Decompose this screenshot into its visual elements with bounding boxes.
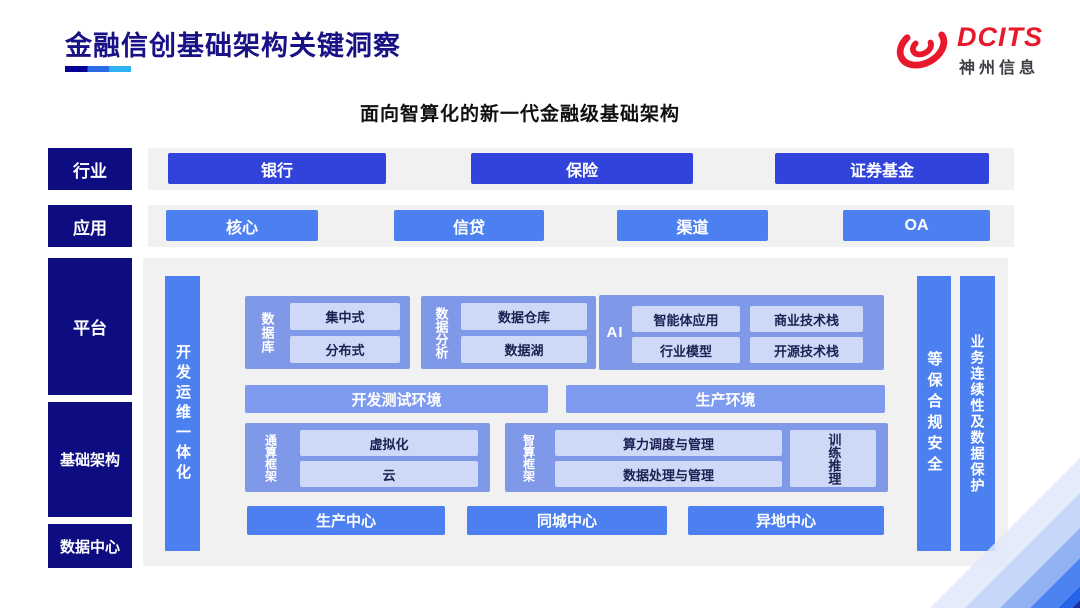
security-compliance-bar: 等保合规安全 [917,276,951,551]
chip-centralized: 集中式 [290,303,400,330]
side-label-application: 应用 [48,205,132,247]
diagram-subtitle: 面向智算化的新一代金融级基础架构 [359,104,680,125]
application-item-credit: 信贷 [394,210,544,241]
chip-virtualization: 虚拟化 [300,430,478,456]
center-same-city: 同城中心 [467,506,667,535]
chip-training-inference: 训练推理 [790,430,876,487]
side-label-datacenter: 数据中心 [48,524,132,568]
env-bar-devtest: 开发测试环境 [245,385,548,413]
business-continuity-bar: 业务连续性及数据保护 [960,276,995,551]
chip-data-lake: 数据湖 [461,336,587,363]
group-general-framework-label: 通算框架 [263,433,278,482]
chip-commercial-stack: 商业技术栈 [750,306,863,332]
corner-decoration [930,458,1080,608]
chip-distributed: 分布式 [290,336,400,363]
env-bar-production: 生产环境 [566,385,885,413]
chip-compute-scheduling: 算力调度与管理 [555,430,782,456]
title-accent-bar [65,66,131,72]
dcits-logo: DCITS 神州信息 [893,18,1053,78]
chip-data-warehouse: 数据仓库 [461,303,587,330]
center-remote: 异地中心 [688,506,884,535]
devops-bar: 开发运维一体化 [165,276,200,551]
side-label-industry: 行业 [48,148,132,190]
page-title: 金融信创基础架构关键洞察 [65,31,401,61]
logo-brand-text: DCITS [957,22,1043,52]
side-label-platform: 平台 [48,258,132,395]
industry-item-bank: 银行 [168,153,386,184]
industry-item-securities: 证券基金 [775,153,989,184]
logo-swirl-icon [896,25,948,69]
group-ai-framework-label: 智算框架 [521,433,536,482]
application-item-oa: OA [843,210,990,241]
center-production: 生产中心 [247,506,445,535]
application-item-core: 核心 [166,210,318,241]
chip-cloud: 云 [300,461,478,487]
chip-agent-app: 智能体应用 [632,306,740,332]
application-item-channel: 渠道 [617,210,768,241]
logo-company-text: 神州信息 [959,60,1040,77]
chip-data-processing: 数据处理与管理 [555,461,782,487]
side-label-infrastructure: 基础架构 [48,402,132,517]
group-data-analysis-label: 数据分析 [433,306,449,359]
chip-opensource-stack: 开源技术栈 [750,337,863,363]
group-database-label: 数据库 [259,311,275,354]
industry-item-insurance: 保险 [471,153,693,184]
group-ai-label: AI [606,324,624,341]
chip-industry-model: 行业模型 [632,337,740,363]
